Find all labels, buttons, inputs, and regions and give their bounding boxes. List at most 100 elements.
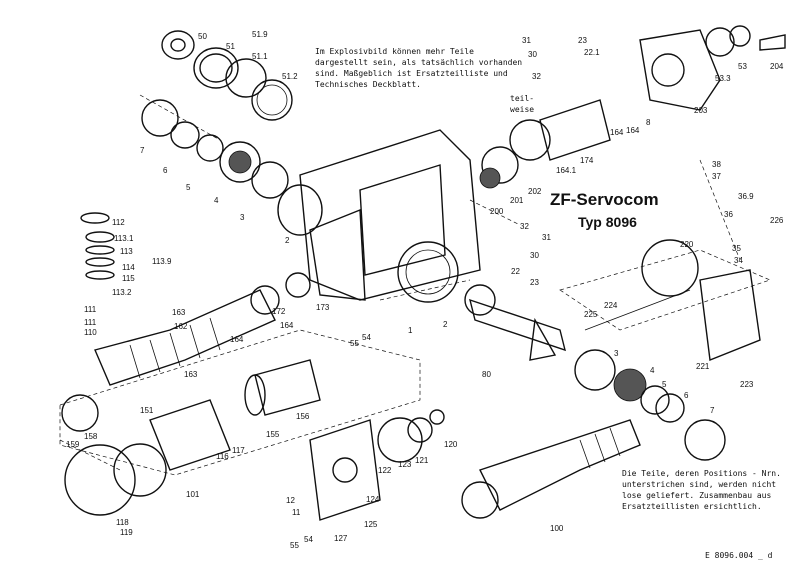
part-label: 164 — [280, 321, 294, 330]
part-label: 3 — [240, 213, 245, 222]
part-label: 221 — [696, 362, 710, 371]
part-label: 37 — [712, 172, 721, 181]
part-label: 5 — [662, 380, 667, 389]
part-label: 112 — [112, 218, 125, 227]
part-label: 11 — [292, 508, 301, 517]
part-label: 50 — [198, 32, 207, 41]
part-label: 156 — [296, 412, 310, 421]
bearing-stack-top — [161, 30, 293, 121]
part-label: 53.3 — [715, 74, 731, 83]
part-label: 38 — [712, 160, 721, 169]
part-label: 53 — [738, 62, 747, 71]
part-label: 120 — [444, 440, 458, 449]
part-label: 116 — [216, 452, 229, 461]
part-label: 32 — [532, 72, 541, 81]
part-label: 54 — [362, 333, 371, 342]
part-label: 201 — [510, 196, 524, 205]
part-label: 51 — [226, 42, 235, 51]
part-label: 202 — [528, 187, 542, 196]
part-label: 121 — [415, 456, 429, 465]
part-label: 164 — [626, 126, 640, 135]
part-label: 12 — [286, 496, 295, 505]
piston-group-box — [59, 329, 421, 516]
part-label: 114 — [122, 263, 135, 272]
part-label: 22 — [511, 267, 520, 276]
side-cover — [559, 239, 771, 361]
part-label: 174 — [580, 156, 594, 165]
part-label: 172 — [272, 307, 286, 316]
part-label: 80 — [482, 370, 491, 379]
ring-set-upper-left — [141, 99, 289, 199]
part-label: 31 — [522, 36, 531, 45]
part-label: 23 — [578, 36, 587, 45]
part-label: 118 — [116, 518, 129, 527]
part-label: 224 — [604, 301, 618, 310]
part-label: 119 — [120, 528, 133, 537]
main-housing — [277, 129, 481, 303]
part-label: 54 — [304, 535, 313, 544]
part-label: 155 — [266, 430, 280, 439]
part-label: 30 — [530, 251, 539, 260]
part-label: 122 — [378, 466, 392, 475]
diagram-title: ZF-Servocom — [550, 190, 659, 209]
part-label: 162 — [174, 322, 188, 331]
part-label: 113 — [120, 247, 133, 256]
part-label: 164.1 — [556, 166, 577, 175]
ring-set-right — [574, 349, 726, 461]
part-label: 23 — [530, 278, 539, 287]
part-label: 220 — [680, 240, 694, 249]
valve-parts-left — [80, 212, 115, 280]
part-label: 117 — [232, 446, 245, 455]
part-label: 225 — [584, 310, 598, 319]
part-label: 35 — [732, 244, 741, 253]
part-label: 34 — [734, 256, 743, 265]
part-label: 164 — [610, 128, 624, 137]
assembly-guide-lines — [59, 94, 741, 471]
part-label: 2 — [443, 320, 448, 329]
part-label: 22.1 — [584, 48, 600, 57]
part-label: 204 — [770, 62, 784, 71]
part-label: 101 — [186, 490, 200, 499]
seal-rings-mid — [250, 272, 311, 315]
worm-shaft — [461, 419, 641, 519]
part-label: 164 — [230, 335, 244, 344]
part-label: 4 — [214, 196, 219, 205]
note-bottom: Die Teile, deren Positions - Nrn. unters… — [622, 469, 781, 511]
part-label: 1 — [408, 326, 413, 335]
part-label: 173 — [316, 303, 330, 312]
sector-shaft — [464, 284, 566, 361]
part-label: 8 — [646, 118, 651, 127]
part-label: 55 — [350, 339, 359, 348]
part-label: 36.9 — [738, 192, 754, 201]
part-label: 158 — [84, 432, 98, 441]
part-label: 226 — [770, 216, 784, 225]
part-label: 115 — [122, 274, 135, 283]
part-label: 110 — [84, 328, 97, 337]
note-top: Im Explosivbild können mehr Teile darges… — [315, 47, 523, 89]
part-label: 163 — [184, 370, 198, 379]
pump-housing — [639, 25, 786, 111]
part-label: 113.9 — [152, 257, 172, 266]
part-label: 3 — [614, 349, 619, 358]
part-label: 7 — [710, 406, 715, 415]
part-label: 5 — [186, 183, 191, 192]
part-label: 51.2 — [282, 72, 298, 81]
spool-assembly — [479, 99, 611, 189]
part-label: 51.1 — [252, 52, 268, 61]
part-label: 4 — [650, 366, 655, 375]
part-label: 2 — [285, 236, 290, 245]
note-teilweise: teil- weise — [510, 94, 535, 114]
part-label: 7 — [140, 146, 145, 155]
part-label: 32 — [520, 222, 529, 231]
part-label: 36 — [724, 210, 733, 219]
part-label: 31 — [542, 233, 551, 242]
part-label: 200 — [490, 207, 504, 216]
part-label: 51.9 — [252, 30, 268, 39]
part-label: 113.2 — [112, 288, 132, 297]
part-label: 113.1 — [114, 234, 134, 243]
part-label: 100 — [550, 524, 564, 533]
document-id: E 8096.004 _ d — [705, 551, 773, 560]
part-label: 30 — [528, 50, 537, 59]
